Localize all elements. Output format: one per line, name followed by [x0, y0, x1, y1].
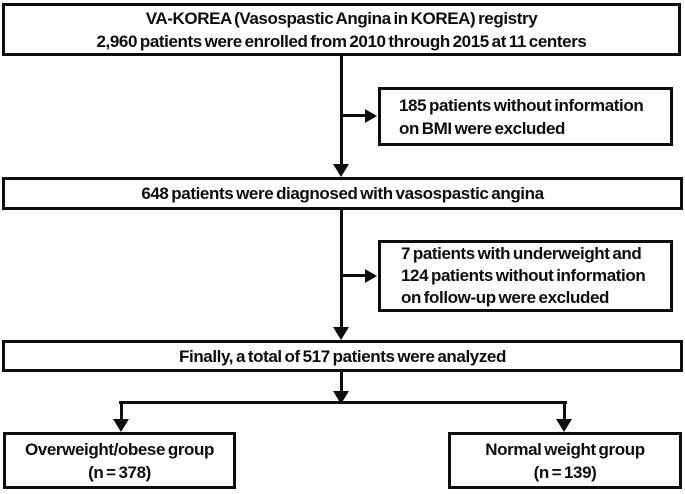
- branch-to-followup-exclusion: [343, 274, 367, 277]
- excluded-bmi-line-1: 185 patients without information: [399, 95, 644, 115]
- excluded-bmi-box: 185 patients without information on BMI …: [378, 87, 673, 146]
- excluded-bmi-line-2: on BMI were excluded: [399, 118, 566, 138]
- arrowhead-down-to-analyzed: [333, 327, 349, 340]
- normal-group-line-2: (n = 139): [533, 462, 597, 482]
- arrowhead-right-to-followup-exclusion: [365, 269, 377, 283]
- normal-group-line-1: Normal weight group: [485, 439, 645, 459]
- arrowhead-right-to-bmi-exclusion: [365, 109, 377, 123]
- connector-diagnosed-to-analyzed: [340, 210, 343, 328]
- connector-registry-to-diagnosed: [340, 56, 343, 166]
- excluded-followup-line-3: on follow-up were excluded: [401, 288, 610, 307]
- excluded-followup-box: 7 patients with underweight and 124 pati…: [378, 240, 673, 312]
- arrowhead-down-to-normal: [556, 419, 572, 432]
- registry-line-2: 2,960 patients were enrolled from 2010 t…: [96, 31, 587, 51]
- connector-split-to-normal: [563, 401, 566, 420]
- split-bar: [119, 401, 567, 404]
- arrowhead-down-to-split: [333, 391, 349, 404]
- normal-group-box: Normal weight group (n = 139): [448, 432, 682, 489]
- excluded-followup-line-1: 7 patients with underweight and: [401, 244, 642, 263]
- excluded-followup-line-2: 124 patients without information: [401, 266, 646, 285]
- branch-to-bmi-exclusion: [343, 114, 367, 117]
- registry-line-1: VA-KOREA (Vasospastic Angina in KOREA) r…: [145, 8, 538, 28]
- overweight-group-box: Overweight/obese group (n = 378): [3, 432, 236, 489]
- overweight-group-line-2: (n = 378): [88, 462, 151, 482]
- analyzed-line-1: Finally, a total of 517 patients were an…: [179, 346, 506, 366]
- overweight-group-line-1: Overweight/obese group: [24, 439, 214, 459]
- arrowhead-down-to-overweight: [113, 419, 129, 432]
- arrowhead-down-to-diagnosed: [333, 164, 349, 177]
- analyzed-box: Finally, a total of 517 patients were an…: [2, 340, 683, 372]
- connector-split-to-overweight: [120, 401, 123, 420]
- connector-analyzed-to-split: [340, 372, 343, 392]
- diagnosed-box: 648 patients were diagnosed with vasospa…: [2, 177, 683, 210]
- diagnosed-line-1: 648 patients were diagnosed with vasospa…: [141, 184, 544, 203]
- registry-box: VA-KOREA (Vasospastic Angina in KOREA) r…: [2, 3, 681, 56]
